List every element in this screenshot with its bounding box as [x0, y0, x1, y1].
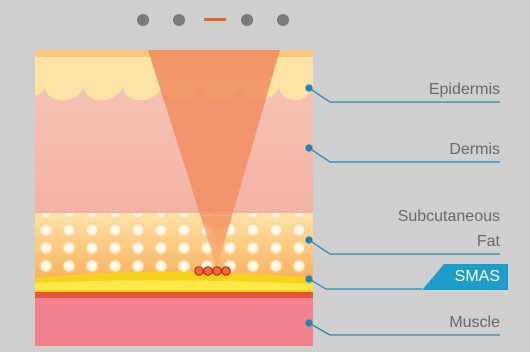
- epidermis-pointer: [305, 84, 500, 103]
- muscle-layer: [35, 298, 313, 346]
- page-dot-2[interactable]: [173, 14, 185, 26]
- page-dot-3-active[interactable]: [204, 18, 226, 21]
- smas-pointer: [305, 275, 422, 290]
- energy-beam: [148, 50, 280, 268]
- subcutaneous-label: Subcutaneous: [397, 208, 500, 225]
- page-dot-1[interactable]: [137, 14, 149, 26]
- page-dot-5[interactable]: [277, 14, 289, 26]
- dermis-pointer: [305, 144, 500, 163]
- dermis-label: Dermis: [449, 141, 500, 158]
- smas-label: SMAS: [454, 268, 500, 285]
- muscle-pointer: [305, 319, 500, 336]
- fat-label: Fat: [476, 233, 500, 250]
- thermal-coagulation-points: [194, 266, 231, 276]
- fat-pointer: [305, 236, 500, 255]
- muscle-label: Muscle: [449, 314, 500, 331]
- carousel-pagination: [0, 0, 530, 40]
- page-dot-4[interactable]: [241, 14, 253, 26]
- epidermis-label: Epidermis: [428, 81, 500, 98]
